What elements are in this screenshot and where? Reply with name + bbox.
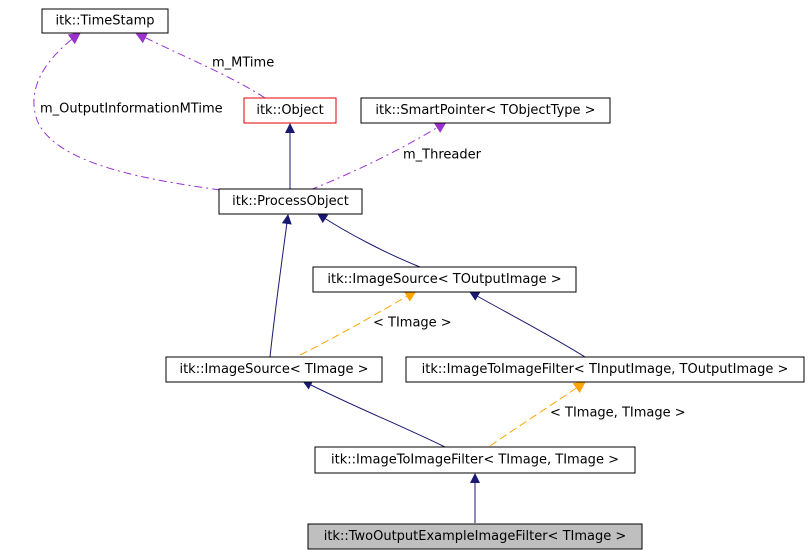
node-imagesource-toutputimage[interactable]: itk::ImageSource< TOutputImage > (312, 266, 577, 293)
edge-label-template-timage-timage: < TImage, TImage > (550, 406, 686, 421)
svg-text:itk::ImageToImageFilter< TInpu: itk::ImageToImageFilter< TInputImage, TO… (422, 362, 789, 377)
edge-template-imagetoimagefilter (489, 381, 586, 447)
node-timestamp[interactable]: itk::TimeStamp (41, 8, 169, 34)
node-imagetoimagefilter-timage[interactable]: itk::ImageToImageFilter< TImage, TImage … (314, 446, 636, 474)
edge-imagetoimagefilter-generic-to-imagesource (469, 291, 586, 358)
edge-label-m-threader: m_Threader (403, 148, 482, 163)
svg-text:itk::ImageSource< TImage >: itk::ImageSource< TImage > (179, 362, 368, 377)
node-twooutputexampleimagefilter[interactable]: itk::TwoOutputExampleImageFilter< TImage… (307, 523, 643, 550)
node-smartpointer[interactable]: itk::SmartPointer< TObjectType > (360, 97, 611, 124)
svg-text:itk::ImageToImageFilter< TImag: itk::ImageToImageFilter< TImage, TImage … (331, 453, 619, 468)
edge-object-to-timestamp (134, 32, 266, 99)
edge-label-m-mtime: m_MTime (212, 56, 274, 71)
svg-text:itk::ImageSource< TOutputImage: itk::ImageSource< TOutputImage > (327, 272, 561, 287)
edge-imagesource-toutput-to-processobject (317, 213, 421, 268)
edge-imagetoimagefilter-timage-to-imagesource-timage (302, 380, 446, 448)
edge-processobject-to-timestamp (33, 32, 221, 191)
edge-label-m-output-information-mtime: m_OutputInformationMTime (40, 102, 223, 117)
svg-text:itk::Object: itk::Object (256, 103, 323, 118)
node-processobject[interactable]: itk::ProcessObject (218, 188, 363, 215)
svg-text:itk::TimeStamp: itk::TimeStamp (55, 14, 154, 29)
node-imagetoimagefilter-generic[interactable]: itk::ImageToImageFilter< TInputImage, TO… (405, 356, 805, 383)
edge-label-template-timage: < TImage > (373, 316, 452, 331)
edge-imagesource-timage-to-processobject (269, 214, 292, 358)
node-imagesource-timage[interactable]: itk::ImageSource< TImage > (165, 356, 383, 383)
edge-template-imagesource (299, 290, 418, 356)
edge-processobject-to-smartpointer (309, 121, 448, 191)
svg-text:itk::SmartPointer< TObjectType: itk::SmartPointer< TObjectType > (375, 103, 595, 118)
node-object[interactable]: itk::Object (243, 97, 337, 124)
svg-text:itk::ProcessObject: itk::ProcessObject (232, 194, 349, 209)
svg-text:itk::TwoOutputExampleImageFilt: itk::TwoOutputExampleImageFilter< TImage… (324, 529, 627, 544)
